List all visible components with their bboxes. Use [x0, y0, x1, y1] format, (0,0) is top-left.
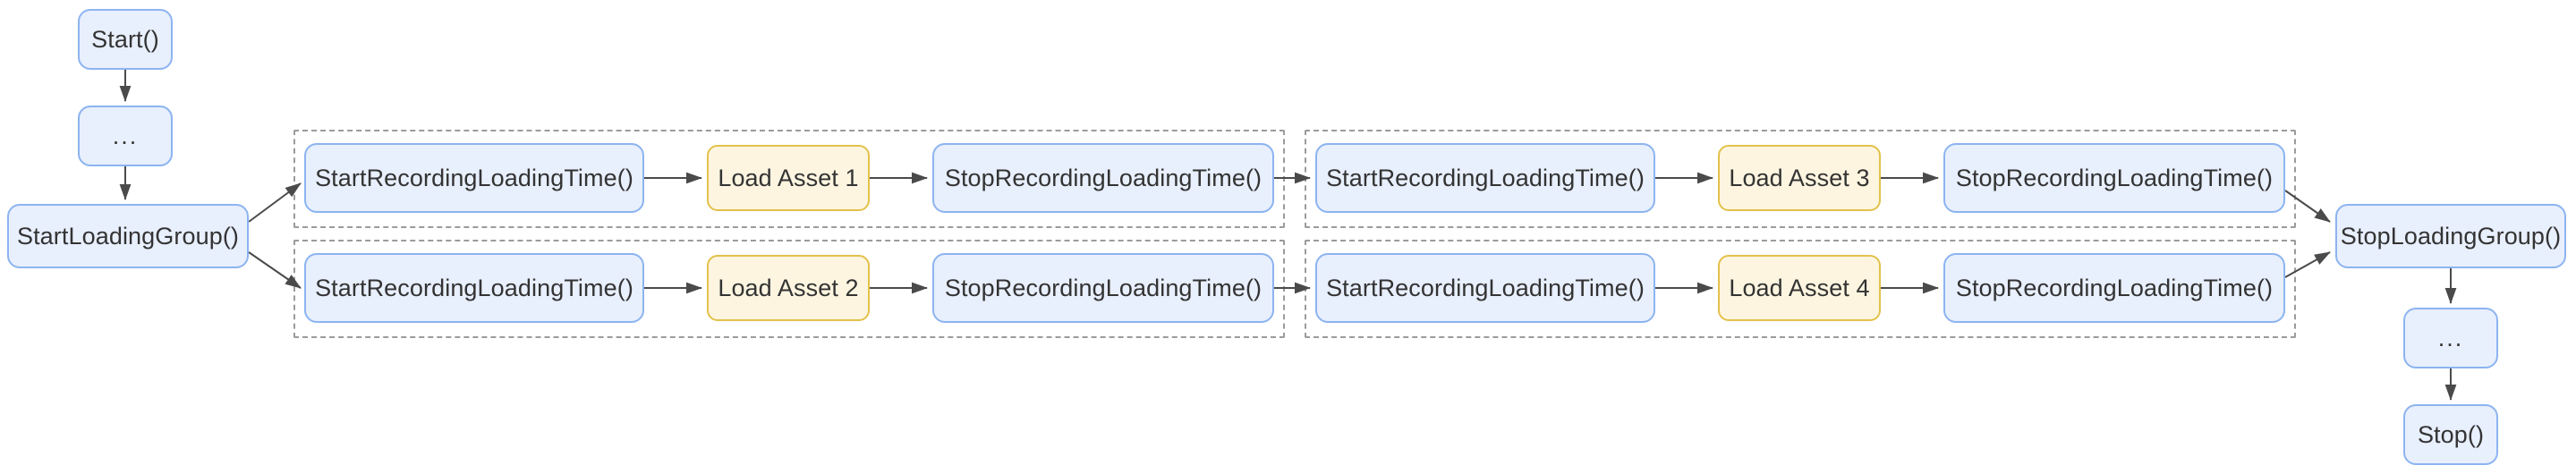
node-start[interactable]: Start() [78, 9, 173, 70]
node-g1r2-load-asset[interactable]: Load Asset 2 [707, 255, 870, 321]
node-g2r2-stop-recording[interactable]: StopRecordingLoadingTime() [1943, 253, 2285, 323]
node-g2r2-start-recording[interactable]: StartRecordingLoadingTime() [1315, 253, 1655, 323]
node-g1r2-start-recording[interactable]: StartRecordingLoadingTime() [304, 253, 644, 323]
group-box-1-row-1 [293, 130, 1285, 228]
node-stop[interactable]: Stop() [2403, 404, 2498, 465]
node-g1r1-stop-recording[interactable]: StopRecordingLoadingTime() [932, 143, 1274, 213]
node-g2r1-start-recording[interactable]: StartRecordingLoadingTime() [1315, 143, 1655, 213]
node-g1r1-load-asset[interactable]: Load Asset 1 [707, 145, 870, 211]
node-g2r1-load-asset[interactable]: Load Asset 3 [1718, 145, 1881, 211]
node-g1r2-stop-recording[interactable]: StopRecordingLoadingTime() [932, 253, 1274, 323]
node-ellipsis-top[interactable]: ... [78, 106, 173, 166]
node-g2r2-load-asset[interactable]: Load Asset 4 [1718, 255, 1881, 321]
node-stop-loading-group[interactable]: StopLoadingGroup() [2335, 204, 2566, 268]
node-ellipsis-bottom[interactable]: ... [2403, 308, 2498, 368]
node-g2r1-stop-recording[interactable]: StopRecordingLoadingTime() [1943, 143, 2285, 213]
group-box-1-row-2 [293, 240, 1285, 338]
node-start-loading-group[interactable]: StartLoadingGroup() [7, 204, 249, 268]
node-g1r1-start-recording[interactable]: StartRecordingLoadingTime() [304, 143, 644, 213]
